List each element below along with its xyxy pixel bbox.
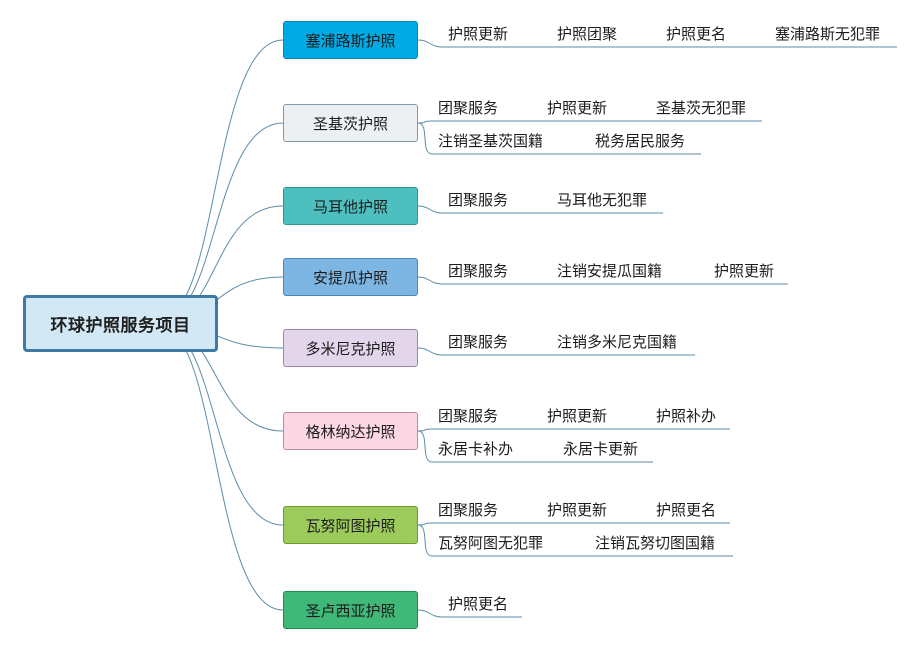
leaf-topic[interactable]: 护照更新	[547, 99, 608, 117]
branch-topic[interactable]: 格林纳达护照	[283, 412, 418, 450]
leaf-topic[interactable]: 注销瓦努切图国籍	[595, 534, 716, 552]
branch-topic[interactable]: 圣卢西亚护照	[283, 591, 418, 629]
leaf-topic[interactable]: 护照更名	[666, 25, 727, 43]
branch-topic[interactable]: 瓦努阿图护照	[283, 506, 418, 544]
branch-to-leaf-connector	[417, 428, 433, 432]
root-to-branch-connector	[162, 122, 284, 319]
leaf-topic[interactable]: 团聚服务	[438, 407, 499, 425]
leaf-topic[interactable]: 团聚服务	[438, 99, 499, 117]
branch-topic[interactable]: 多米尼克护照	[283, 329, 418, 367]
leaf-topic[interactable]: 永居卡更新	[563, 440, 639, 458]
branch-to-leaf-connector	[417, 522, 433, 526]
leaf-topic[interactable]: 注销圣基茨国籍	[438, 132, 544, 150]
branch-topic[interactable]: 圣基茨护照	[283, 104, 418, 142]
leaf-topic[interactable]: 护照补办	[656, 407, 717, 425]
branch-to-leaf-connector	[417, 347, 443, 356]
leaf-topic[interactable]: 注销安提瓜国籍	[557, 262, 663, 280]
leaf-topic[interactable]: 永居卡补办	[438, 440, 514, 458]
branch-topic[interactable]: 塞浦路斯护照	[283, 21, 418, 59]
leaf-topic[interactable]: 瓦努阿图无犯罪	[438, 534, 544, 552]
leaf-topic[interactable]: 护照更新	[714, 262, 775, 280]
leaf-topic[interactable]: 护照更名	[448, 595, 509, 613]
root-to-branch-connector	[162, 327, 284, 526]
root-to-branch-connector	[162, 39, 284, 317]
leaf-topic[interactable]: 团聚服务	[448, 191, 509, 209]
root-topic[interactable]: 环球护照服务项目	[23, 295, 218, 352]
leaf-topic[interactable]: 税务居民服务	[595, 132, 686, 150]
leaf-topic[interactable]: 护照更新	[547, 501, 608, 519]
branch-to-leaf-connector	[417, 609, 443, 618]
branch-to-leaf-connector	[417, 276, 443, 285]
leaf-topic[interactable]: 团聚服务	[448, 333, 509, 351]
branch-to-leaf-connector	[417, 120, 433, 124]
branch-to-leaf-connector	[417, 122, 433, 155]
branch-to-leaf-connector	[417, 205, 443, 214]
root-to-branch-connector	[162, 329, 284, 611]
leaf-topic[interactable]: 圣基茨无犯罪	[656, 99, 747, 117]
branch-to-leaf-connector	[417, 39, 443, 48]
leaf-topic[interactable]: 塞浦路斯无犯罪	[775, 25, 881, 43]
leaf-topic[interactable]: 团聚服务	[438, 501, 499, 519]
branch-topic[interactable]: 安提瓜护照	[283, 258, 418, 296]
branch-to-leaf-connector	[417, 430, 433, 463]
branch-to-leaf-connector	[417, 524, 433, 557]
leaf-topic[interactable]: 马耳他无犯罪	[557, 191, 648, 209]
leaf-topic[interactable]: 团聚服务	[448, 262, 509, 280]
leaf-topic[interactable]: 护照更新	[448, 25, 509, 43]
leaf-topic[interactable]: 注销多米尼克国籍	[557, 333, 678, 351]
branch-topic[interactable]: 马耳他护照	[283, 187, 418, 225]
leaf-topic[interactable]: 护照更新	[547, 407, 608, 425]
leaf-topic[interactable]: 护照更名	[656, 501, 717, 519]
leaf-topic[interactable]: 护照团聚	[557, 25, 618, 43]
